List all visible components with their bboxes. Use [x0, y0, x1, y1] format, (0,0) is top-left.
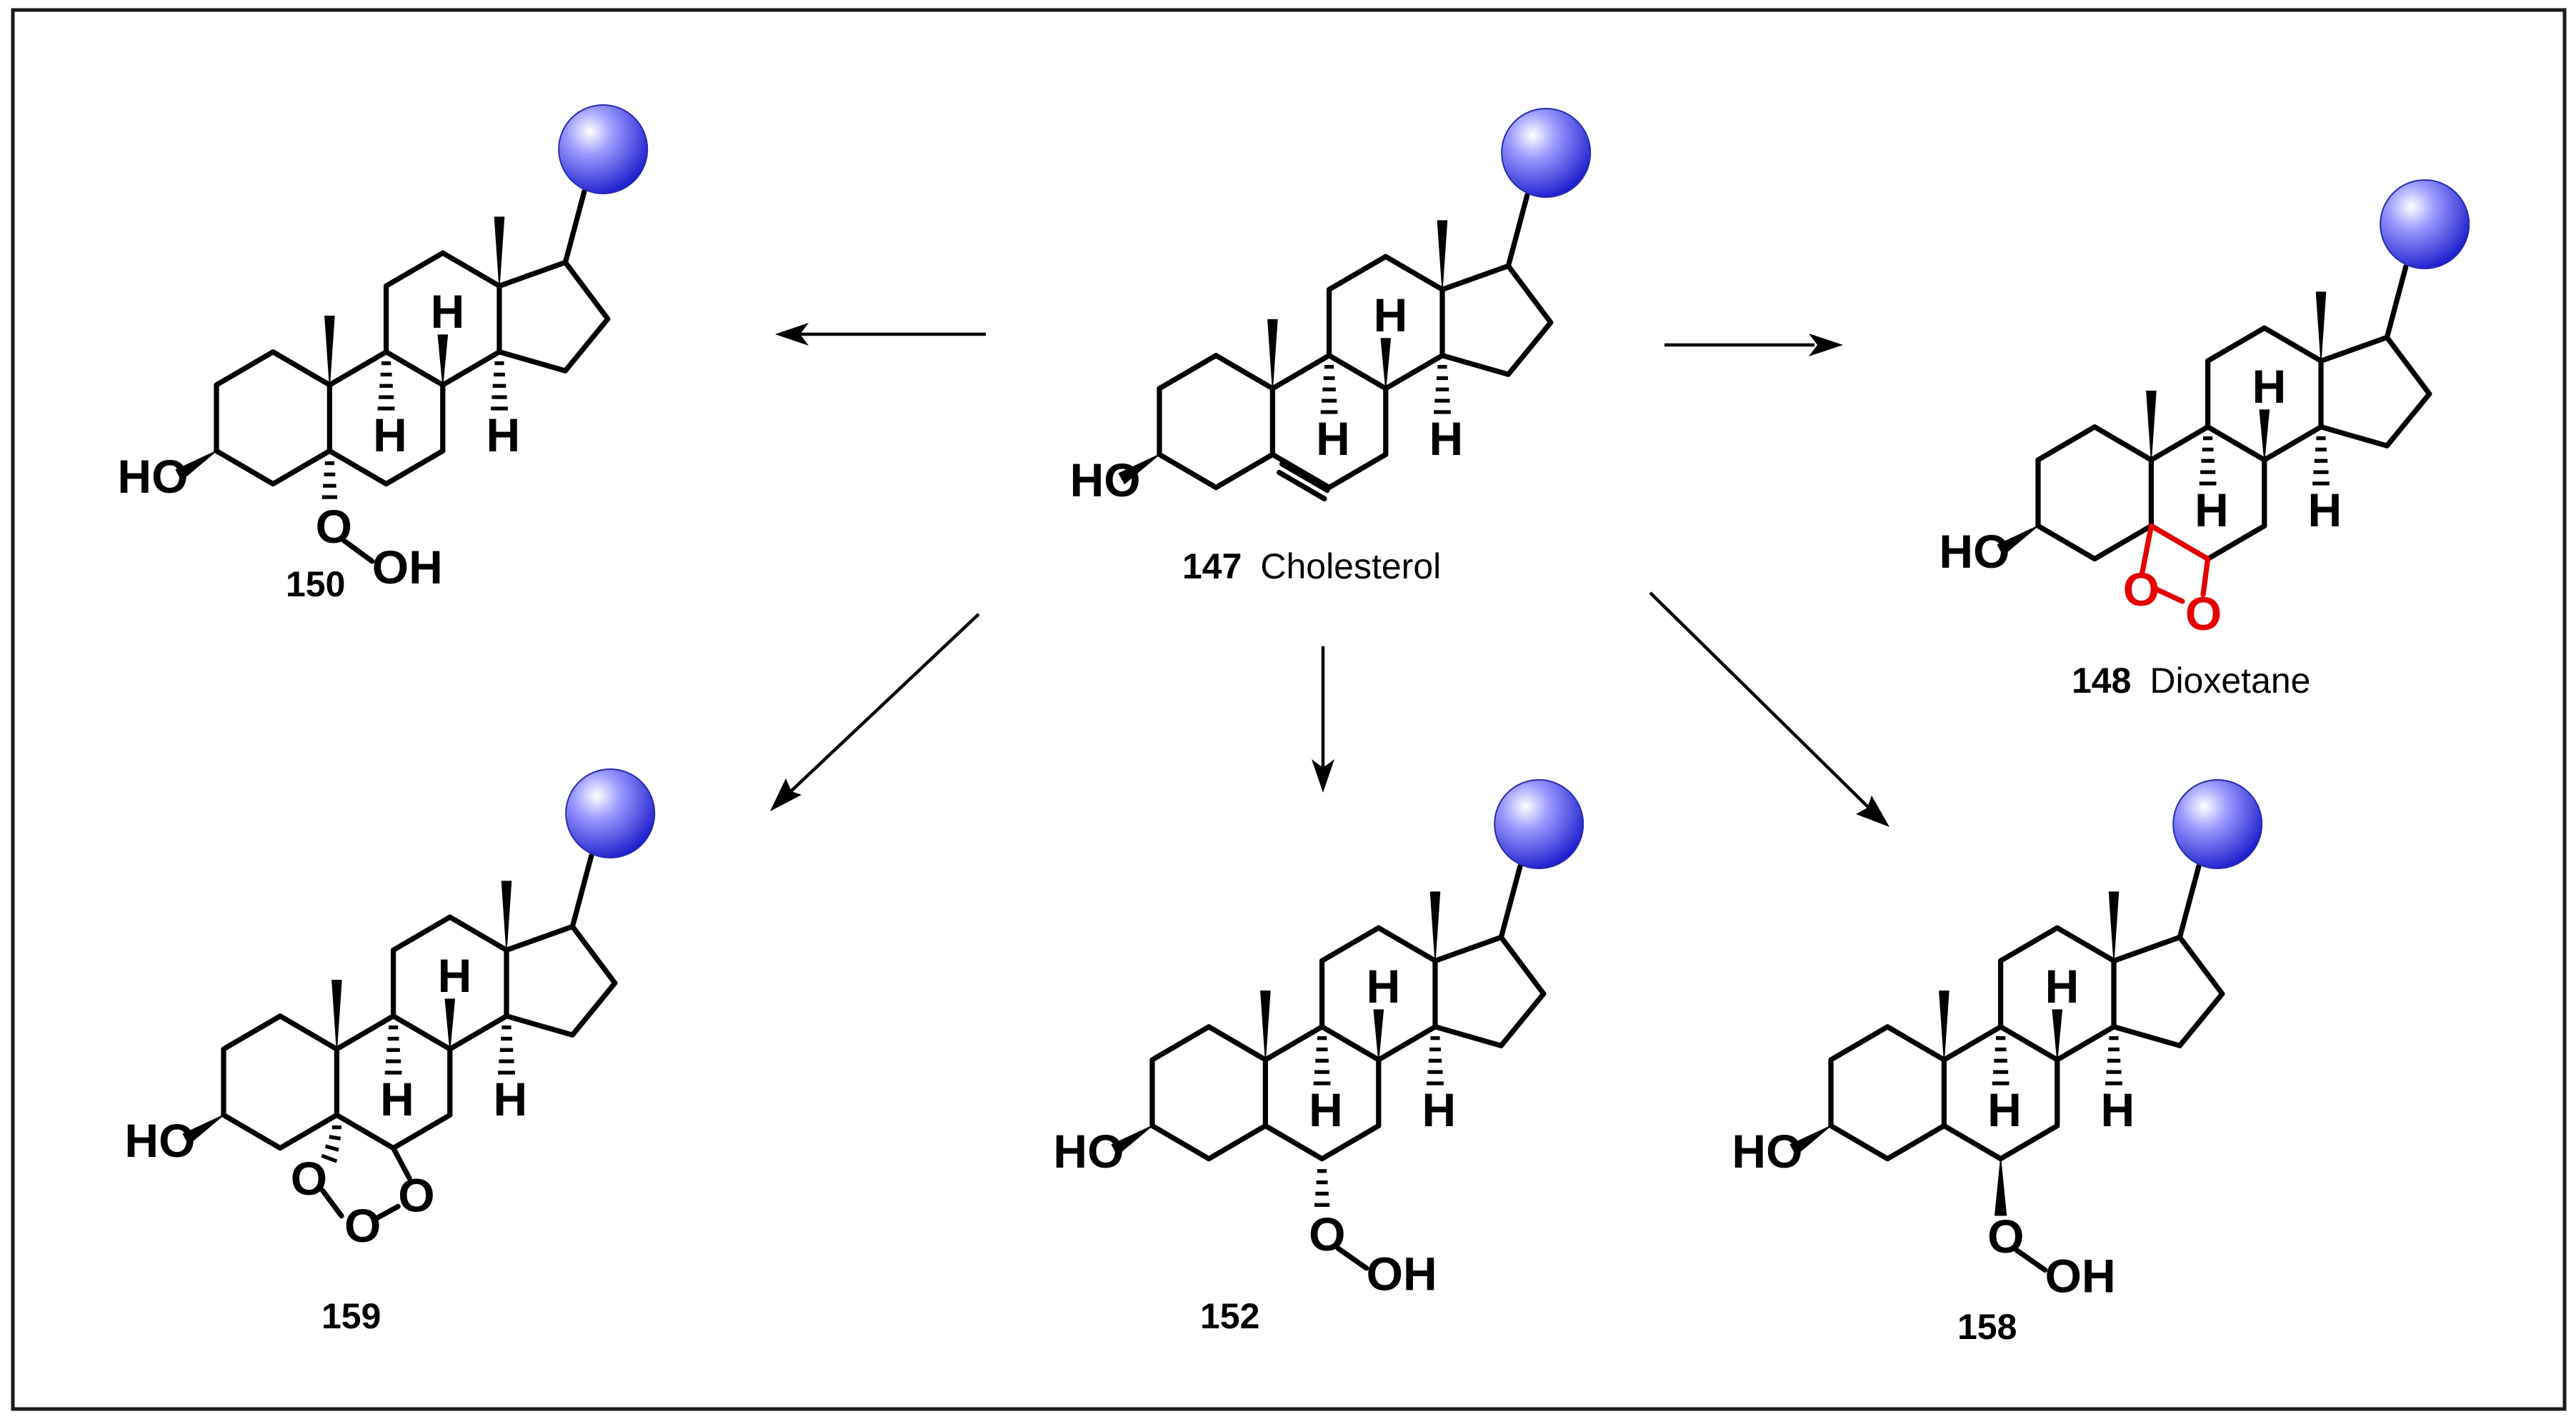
atom-label-oh: HO — [1070, 453, 1141, 506]
arrow-to-159 — [770, 613, 980, 811]
atom-label-o: O — [291, 1152, 327, 1205]
compound-147-caption: 147 Cholesterol — [1182, 546, 1441, 586]
atom-label-oh: HO — [1053, 1125, 1124, 1178]
atom-label-h: H — [438, 949, 472, 1002]
atom-label-h: H — [1422, 1083, 1457, 1136]
compound-147-structure: HO H H H — [1070, 109, 1591, 506]
atom-label-oh: OH — [2045, 1249, 2116, 1302]
atom-label-h: H — [1367, 960, 1401, 1013]
compound-152-structure: O OH HO H H H — [1053, 780, 1583, 1300]
compound-159-caption: 159 — [321, 1296, 381, 1336]
compound-152-caption: 152 — [1200, 1296, 1259, 1336]
atom-label-oh: OH — [1367, 1248, 1437, 1300]
atom-label-o: O — [2123, 563, 2160, 616]
atom-label-h: H — [431, 285, 465, 338]
atom-label-h: H — [486, 408, 521, 461]
compound-158-caption: 158 — [1957, 1307, 2017, 1347]
arrow-to-148 — [1664, 334, 1843, 356]
compound-148-caption: 148 Dioxetane — [2072, 661, 2311, 701]
atom-label-h: H — [1316, 412, 1350, 465]
compound-150-structure: O OH HO H H H — [117, 105, 647, 593]
atom-label-h: H — [2195, 483, 2229, 536]
atom-label-oh: HO — [1732, 1125, 1802, 1178]
figure-border — [11, 8, 2567, 1411]
atom-label-oh: HO — [117, 450, 188, 503]
atom-label-h: H — [2308, 483, 2342, 536]
atom-label-oh: HO — [124, 1114, 195, 1167]
atom-label-h: H — [2252, 360, 2287, 413]
atom-label-h: H — [380, 1073, 414, 1125]
compound-148-structure: O O HO H H H — [1939, 180, 2469, 640]
atom-label-h: H — [2101, 1083, 2135, 1136]
atom-label-h: H — [1309, 1083, 1343, 1136]
arrow-to-152 — [1312, 646, 1334, 793]
atom-label-h: H — [2045, 960, 2080, 1013]
atom-label-h: H — [373, 408, 407, 461]
atom-label-o: O — [344, 1199, 381, 1252]
atom-label-h: H — [494, 1073, 528, 1125]
compound-158-structure: O OH HO H H H — [1732, 780, 2262, 1302]
atom-label-o: O — [398, 1169, 434, 1222]
atom-label-h: H — [1374, 289, 1408, 341]
compound-150-caption: 150 — [286, 564, 345, 604]
compound-159-structure: O O O HO H H H — [124, 769, 654, 1252]
atom-label-oh: OH — [372, 541, 443, 593]
atom-label-h: H — [1987, 1083, 2022, 1136]
atom-label-oh: HO — [1939, 525, 2010, 578]
arrow-to-158 — [1649, 591, 1889, 827]
atom-label-h: H — [1429, 412, 1464, 465]
atom-label-o: O — [2185, 587, 2222, 640]
arrow-to-150 — [775, 323, 986, 346]
